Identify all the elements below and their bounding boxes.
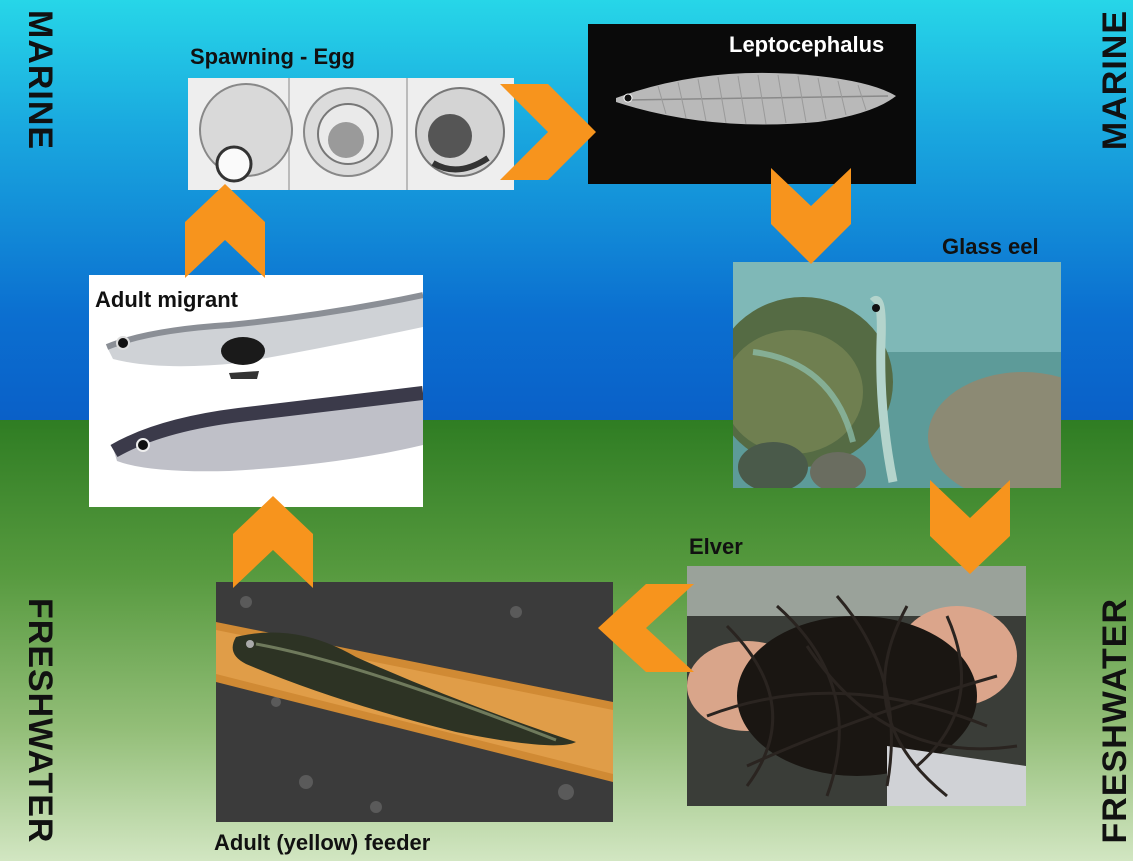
arrow-egg-to-leptocephalus	[500, 84, 596, 180]
glass-eel-image	[733, 262, 1061, 488]
egg-image	[188, 78, 514, 190]
leptocephalus-stage-label: Leptocephalus	[729, 32, 884, 58]
glass-eel-stage-label: Glass eel	[942, 234, 1039, 260]
arrow-elver-to-yellow-feeder	[598, 584, 694, 672]
arrow-adult-migrant-to-egg	[185, 184, 265, 278]
arrow-yellow-feeder-to-adult-migrant	[233, 496, 313, 588]
yellow-feeder-stage-label: Adult (yellow) feeder	[214, 830, 430, 856]
adult-migrant-stage-label: Adult migrant	[95, 287, 238, 313]
marine-right-label: MARINE	[1096, 10, 1133, 150]
egg-stage-label: Spawning - Egg	[190, 44, 355, 70]
marine-left-label: MARINE	[20, 10, 59, 150]
arrow-leptocephalus-to-glass-eel	[771, 168, 851, 264]
yellow-feeder-image	[216, 582, 613, 822]
arrow-glass-eel-to-elver	[930, 480, 1010, 574]
elver-stage-label: Elver	[689, 534, 743, 560]
freshwater-right-label: FRESHWATER	[1096, 598, 1133, 843]
freshwater-left-label: FRESHWATER	[20, 598, 59, 843]
elver-image	[687, 566, 1026, 806]
